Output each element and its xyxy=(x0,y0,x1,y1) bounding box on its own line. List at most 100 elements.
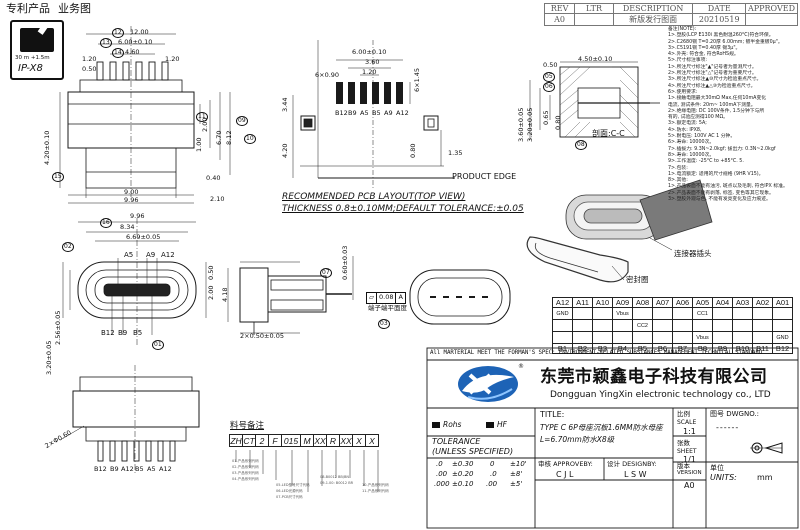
code-annotation: 07-PCB尺寸代码 xyxy=(276,495,303,499)
dim: 2.56±0.05 xyxy=(54,310,62,345)
pcb-pin-label: B12 xyxy=(335,109,348,117)
rohs-label: Rohs xyxy=(443,420,462,429)
flatness-note: 端子端平面度 xyxy=(368,304,407,312)
connector-head-label: 连接器插头 xyxy=(674,249,712,258)
rohs-icon xyxy=(432,421,440,428)
signal-cell xyxy=(572,319,593,332)
pcb-pin-label: A12 xyxy=(396,109,409,117)
material-banner: All MARTERIAL MEET THE FORMAN'S SPEC: EN… xyxy=(430,350,763,356)
balloon: 07 xyxy=(320,268,332,278)
note-line: 6>.寿命: 10000次。 xyxy=(668,140,715,146)
pin-cell: A04 xyxy=(712,297,733,308)
tol-cell: .00 xyxy=(486,480,498,488)
front-pin-label: B5 xyxy=(133,329,143,337)
dim: 3.20±0.05 xyxy=(526,107,534,142)
dim: 6.69±0.05 xyxy=(126,233,161,241)
front-pin-label: B12 xyxy=(101,329,115,337)
dim: 0.50 xyxy=(543,61,558,69)
balloon: 06 xyxy=(543,82,555,92)
pin-cell: A02 xyxy=(752,297,773,308)
bottom-pin-label: B12 xyxy=(94,465,107,473)
balloon: 12 xyxy=(112,28,124,38)
balloon: 15 xyxy=(52,172,64,182)
dim: 1.20 xyxy=(165,55,180,63)
tol-cell: .000 xyxy=(434,480,450,488)
dim: 1.20 xyxy=(362,68,377,76)
title-label: TITLE: xyxy=(540,410,565,419)
sheet-label-cn: 张数 xyxy=(677,439,690,447)
dwg-no-value: ------ xyxy=(716,423,740,432)
pin-cell: A09 xyxy=(612,297,633,308)
pin-cell: A01 xyxy=(772,297,793,308)
signal-cell xyxy=(752,331,773,344)
balloon: 08 xyxy=(575,140,587,150)
projection-symbol xyxy=(748,440,784,460)
note-line: 电流, 测试条件: 20m~ 100mA下测量。 xyxy=(668,102,756,108)
tol-cell: .00 xyxy=(436,470,448,478)
signal-cell xyxy=(592,307,613,320)
tol-cell: ±5' xyxy=(510,480,523,488)
note-line: 5>.耐电压: 100V AC 1 分钟。 xyxy=(668,134,736,140)
signal-cell xyxy=(612,319,633,332)
signal-cell xyxy=(652,331,673,344)
signal-cell xyxy=(672,307,693,320)
waterproof-badge: 30 m +1.5m IP-X8 xyxy=(10,20,64,80)
code-cell: ZH xyxy=(229,434,243,447)
title-line-1: TYPE C 6P母座沉板1.6MM防水母座 xyxy=(540,423,663,432)
signal-cell: GND xyxy=(772,331,793,344)
signal-cell xyxy=(592,319,613,332)
part-code-leaders xyxy=(235,450,379,492)
bottom-pin-label: B5 xyxy=(135,465,144,473)
note-line: 3>.C5191铜 T=0.40厚 锡3μ"。 xyxy=(668,45,741,51)
note-line: 3>.所注尺寸标注▲⑩尺寸为检验重点尺寸。 xyxy=(668,77,762,83)
note-line: 1>.产品表面不能有油污, 斑点以及毛刺, 符合IPX 标准。 xyxy=(668,184,788,190)
dim: 6.70 xyxy=(215,130,223,145)
dim: 0.80 xyxy=(409,143,417,158)
dim: 9.00 xyxy=(124,188,139,196)
code-annotation: 01-产品系列代码 xyxy=(232,459,259,463)
scale-label-cn: 比例 xyxy=(677,410,690,418)
top-view-drawing xyxy=(59,26,231,204)
rev-header-date: DATE xyxy=(692,3,746,14)
pcb-layout-drawing xyxy=(292,40,455,190)
signal-cell xyxy=(732,307,753,320)
code-cell: XX xyxy=(313,434,327,447)
pcb-pin-label: B5 xyxy=(372,109,381,117)
signal-cell xyxy=(752,319,773,332)
front-view-drawing xyxy=(62,218,207,345)
dim: 0.40 xyxy=(206,174,221,182)
dim: 1.35 xyxy=(448,149,463,157)
version-label-cn: 版本 xyxy=(677,462,690,470)
rev-cell xyxy=(744,13,799,26)
dim: 6×0.90 xyxy=(315,71,340,79)
signal-cell xyxy=(552,319,573,332)
projection-icon xyxy=(750,442,783,454)
tol-cell: ±0.30 xyxy=(452,460,474,468)
signal-cell xyxy=(632,307,653,320)
dim: 1.20 xyxy=(82,55,97,63)
tol-cell: ±10' xyxy=(510,460,527,468)
dim: 3.60±0.05 xyxy=(517,107,525,142)
note-line: 8>.寿命: 10000次。 xyxy=(668,152,715,158)
code-cell: R xyxy=(326,434,340,447)
note-line: 9>.工作温度: -25°C to +85°C. 5. xyxy=(668,159,744,165)
signal-cell xyxy=(732,331,753,344)
note-line: 2>.所注尺寸标注"△"记号者为重要尺寸。 xyxy=(668,71,757,77)
note-line: 3>.额定电流: 5A; xyxy=(668,121,707,127)
hf-label: HF xyxy=(497,420,507,429)
pin-cell: A12 xyxy=(552,297,573,308)
signal-cell xyxy=(732,319,753,332)
approved-by-value: C J L xyxy=(556,470,574,479)
balloon: 05 xyxy=(543,72,555,82)
designed-by-label: 设计 DESIGNBY: xyxy=(607,460,657,468)
code-annotation: 06-LED光源代码 xyxy=(276,489,303,493)
code-annotation: 03-产品系列代码 xyxy=(232,471,259,475)
bottom-pin-label: A12 xyxy=(159,465,172,473)
rev-header-desc: DESCRIPTION xyxy=(612,3,694,14)
dim: 4.20 xyxy=(281,143,289,158)
front-pin-label: A9 xyxy=(146,251,156,259)
flatness-callout: ▱ 0.08 A xyxy=(366,292,406,304)
balloon: 16 xyxy=(100,218,112,228)
